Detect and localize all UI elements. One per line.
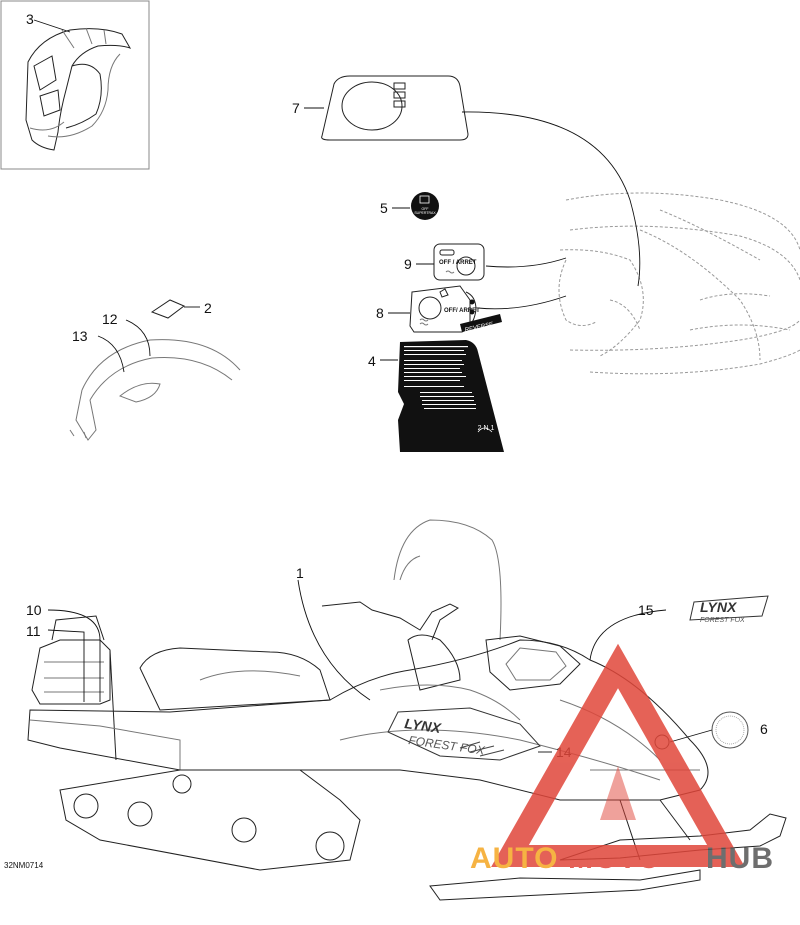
leader-lines-upper [461,111,641,310]
callout-1: 1 [296,565,304,581]
logo-model-text: FOREST FOX [700,617,745,624]
callout-7: 7 [292,100,300,116]
snowmobile-illustration: LYNX FOREST FOX [27,519,787,901]
item-8-throttle-decal: OFF/ ARRET REVERSE [409,285,502,334]
watermark-auto: AUTO [470,842,558,875]
callout-11: 11 [26,623,41,639]
leader-lines-fender [97,306,200,373]
item-14-hood-decal: LYNX FOREST FOX [387,707,541,761]
warning-text-lines [404,346,476,409]
item-15-logo-decal: LYNX FOREST FOX [689,595,769,624]
hood-body [27,639,709,801]
watermark: AUTO MOTO HUB [470,643,774,875]
item-5-knob-decal: OFF SUPERTRAX [411,192,439,220]
seat [139,647,331,711]
fender-part [69,299,241,441]
track [59,769,361,871]
callout-9: 9 [404,256,412,272]
item-4-warning-decal: 2 N 1 [398,340,504,452]
watermark-hub: HUB [706,842,774,875]
left-ski [429,869,701,901]
item-9-key-switch-decal: OFF / ARRET [433,243,485,281]
callout-15: 15 [638,602,654,618]
callout-13: 13 [72,328,88,344]
logo-brand-text: LYNX [700,599,738,615]
inset-box-item-3 [0,0,150,170]
callout-10: 10 [26,602,42,618]
hood-brand-text: LYNX [404,715,444,736]
callout-6: 6 [760,721,768,737]
hood-model-text: FOREST FOX [408,733,487,758]
ghost-dash-outline [558,192,800,375]
callout-3: 3 [26,11,34,27]
drawing-code: 32NM0714 [4,861,44,870]
knob-line1: OFF [422,207,429,211]
leader-lines-lower [47,579,713,753]
watermark-moto: MOTO [568,842,661,875]
callout-4: 4 [368,353,376,369]
item-6-medallion-decal [711,711,749,749]
item-7-display-decal [321,75,469,141]
windshield [393,519,502,641]
callout-8: 8 [376,305,384,321]
callout-2: 2 [204,300,212,316]
callout-12: 12 [102,311,118,327]
key-switch-label: OFF / ARRET [439,260,477,266]
hand-guard-part [25,27,132,151]
throttle-label: OFF/ ARRET [444,308,480,314]
callout-5: 5 [380,200,388,216]
watermark-triangle-icon [491,643,745,867]
rear-rack [31,639,111,705]
handlebar [321,601,459,641]
bogie-wheels [73,774,345,861]
knob-line2: SUPERTRAX [414,211,436,215]
